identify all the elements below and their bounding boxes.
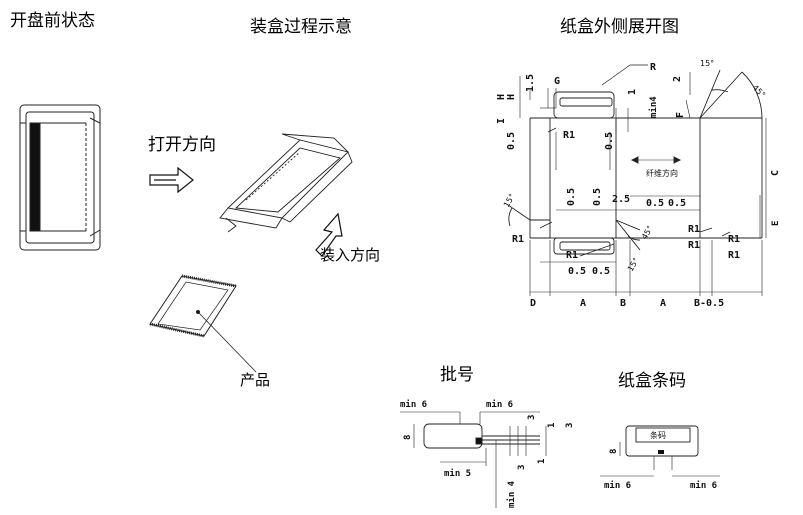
dim-1-top: 1 <box>627 89 638 95</box>
dim-a-2: A <box>660 298 666 309</box>
batch-dim-3-a: 3 <box>527 415 537 420</box>
dim-2-5: 2.5 <box>612 194 630 205</box>
batch-drawing <box>400 411 547 508</box>
dim-1-5: 1.5 <box>525 74 536 92</box>
dim-0-5-d: 0.5 <box>646 198 664 209</box>
assembly-box-drawing <box>219 133 353 233</box>
closed-box-drawing <box>19 104 101 251</box>
dim-b: B <box>620 298 626 309</box>
angle-15-left: 15° <box>502 192 517 209</box>
dim-0-5-mid: 0.5 <box>604 132 615 150</box>
dim-r1-a: R1 <box>563 130 575 141</box>
angle-15-top: 15° <box>700 59 714 68</box>
dim-i: I <box>496 118 507 124</box>
dim-r1-c: R1 <box>566 250 578 261</box>
dim-0-5-f: 0.5 <box>568 266 586 277</box>
barcode-dim-min6-right: min 6 <box>690 480 717 491</box>
batch-dim-min4: min 4 <box>506 480 517 508</box>
barcode-drawing <box>600 425 720 477</box>
dim-0-5-left: 0.5 <box>506 132 517 150</box>
label-open-direction: 打开方向 <box>148 135 216 155</box>
dim-h: H <box>496 94 507 100</box>
load-direction-arrow <box>315 212 343 257</box>
unfold-drawing <box>507 64 767 296</box>
unfold-labels: H H I 1.5 G R 1 2 F min4 15° 45° R1 0.5 … <box>496 59 781 309</box>
label-fiber-direction: 纤维方向 <box>646 168 678 178</box>
dim-min4: min4 <box>648 96 659 118</box>
dim-2: 2 <box>672 76 683 82</box>
batch-dim-min6-right: min 6 <box>486 399 513 410</box>
dim-g: G <box>554 76 560 87</box>
dim-0-5-c: 0.5 <box>592 188 603 206</box>
barcode-dim-8: 8 <box>609 449 619 454</box>
dim-0-5-b: 0.5 <box>566 188 577 206</box>
dim-r: R <box>650 62 657 73</box>
title-before-open: 开盘前状态 <box>10 11 95 31</box>
dim-0-5-e: 0.5 <box>668 198 686 209</box>
barcode-labels: 条码 8 min 6 min 6 <box>604 430 717 491</box>
batch-dim-8: 8 <box>403 435 413 440</box>
dim-c: C <box>770 170 781 176</box>
title-assembly: 装盒过程示意 <box>250 17 352 37</box>
dim-f: F <box>675 112 686 118</box>
barcode-box-label: 条码 <box>650 430 666 440</box>
barcode-dim-min6-left: min 6 <box>604 480 631 491</box>
batch-dim-1-a: 1 <box>547 423 557 428</box>
batch-dim-3-c: 3 <box>517 465 527 470</box>
dim-r1-e: R1 <box>688 240 700 251</box>
dim-r1-b: R1 <box>512 234 524 245</box>
batch-dim-min5: min 5 <box>444 468 471 479</box>
batch-dim-1-b: 1 <box>537 459 547 464</box>
dim-r1-d: R1 <box>688 224 700 235</box>
dim-a-1: A <box>580 298 586 309</box>
title-barcode: 纸盒条码 <box>618 371 686 391</box>
open-direction-arrow <box>149 166 194 194</box>
dim-r1-g: R1 <box>728 250 740 261</box>
dim-0-5-g: 0.5 <box>592 266 610 277</box>
dim-b-0-5: B-0.5 <box>694 298 724 309</box>
product-drawing <box>149 274 257 373</box>
batch-dim-3-b: 3 <box>565 423 575 428</box>
angle-15-bottom: 15° <box>626 256 641 273</box>
angle-45-bottom: 45° <box>640 224 655 241</box>
title-unfold: 纸盒外侧展开图 <box>560 17 679 37</box>
batch-dim-min6-left: min 6 <box>400 399 427 410</box>
dim-h2: H <box>506 94 517 100</box>
label-load-direction: 装入方向 <box>320 246 380 264</box>
batch-labels: min 6 min 6 8 3 1 3 3 1 min 5 min 4 <box>400 399 575 508</box>
title-batch: 批号 <box>440 365 474 385</box>
dim-e: E <box>771 221 781 226</box>
label-product: 产品 <box>240 371 270 389</box>
dim-d: D <box>530 298 536 309</box>
dim-r1-f: R1 <box>728 234 740 245</box>
